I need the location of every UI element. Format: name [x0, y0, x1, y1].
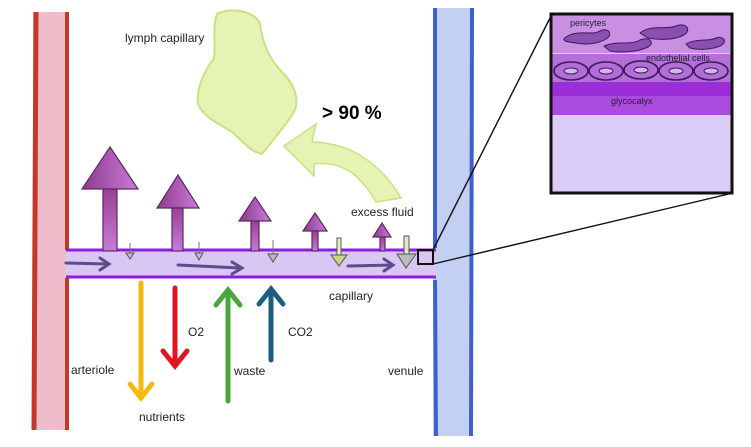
percent-label: > 90 % [322, 103, 382, 124]
co2-arrow [256, 284, 286, 363]
capillary-vessel [66, 248, 436, 279]
venule-label: venule [388, 364, 424, 378]
endothelial-cells-label: endothelial cells [646, 53, 711, 63]
filtration-arrow-3 [237, 195, 273, 252]
filtration-arrow-1 [80, 145, 140, 252]
lymph-capillary-shape [196, 9, 298, 156]
zoom-region-box [417, 249, 434, 265]
pericyte-cells [563, 24, 725, 53]
reabsorption-arrows [125, 235, 417, 269]
filtration-arrows [80, 145, 393, 252]
lymph-capillary-label: lymph capillary [125, 31, 205, 45]
reabsorption-arrow-1 [125, 243, 135, 260]
filtration-arrow-5 [371, 221, 393, 252]
excess-fluid-label: excess fluid [351, 205, 414, 219]
reabsorption-arrow-3 [267, 240, 279, 263]
lymph-drainage-arrow [282, 122, 403, 203]
capillary-flow-arrows [64, 256, 396, 276]
o2-arrow [160, 285, 190, 371]
nutrients-label: nutrients [139, 410, 186, 424]
reabsorption-arrow-5 [396, 235, 417, 269]
venule-vessel [433, 7, 474, 437]
filtration-arrow-2 [155, 173, 201, 252]
capillary-label: capillary [329, 289, 374, 303]
vessel-wall-inset [549, 12, 734, 195]
reabsorption-arrow-2 [194, 242, 204, 262]
filtration-arrow-4 [301, 211, 329, 252]
waste-arrow [213, 285, 243, 404]
o2-label: O2 [188, 325, 205, 339]
arteriole-vessel [31, 11, 69, 431]
co2-label: CO2 [288, 325, 313, 339]
pericytes-label: pericytes [570, 18, 607, 28]
inset-frame [549, 12, 734, 195]
endothelial-nuclei [563, 66, 719, 75]
waste-label: waste [234, 364, 266, 378]
nutrients-arrow [127, 280, 155, 403]
arteriole-label: arteriole [71, 363, 115, 377]
reabsorption-arrow-4 [330, 237, 348, 267]
lumen-layer [552, 115, 731, 192]
glycocalyx-label: glycocalyx [611, 96, 653, 106]
inset-connector-lines [432, 13, 734, 265]
